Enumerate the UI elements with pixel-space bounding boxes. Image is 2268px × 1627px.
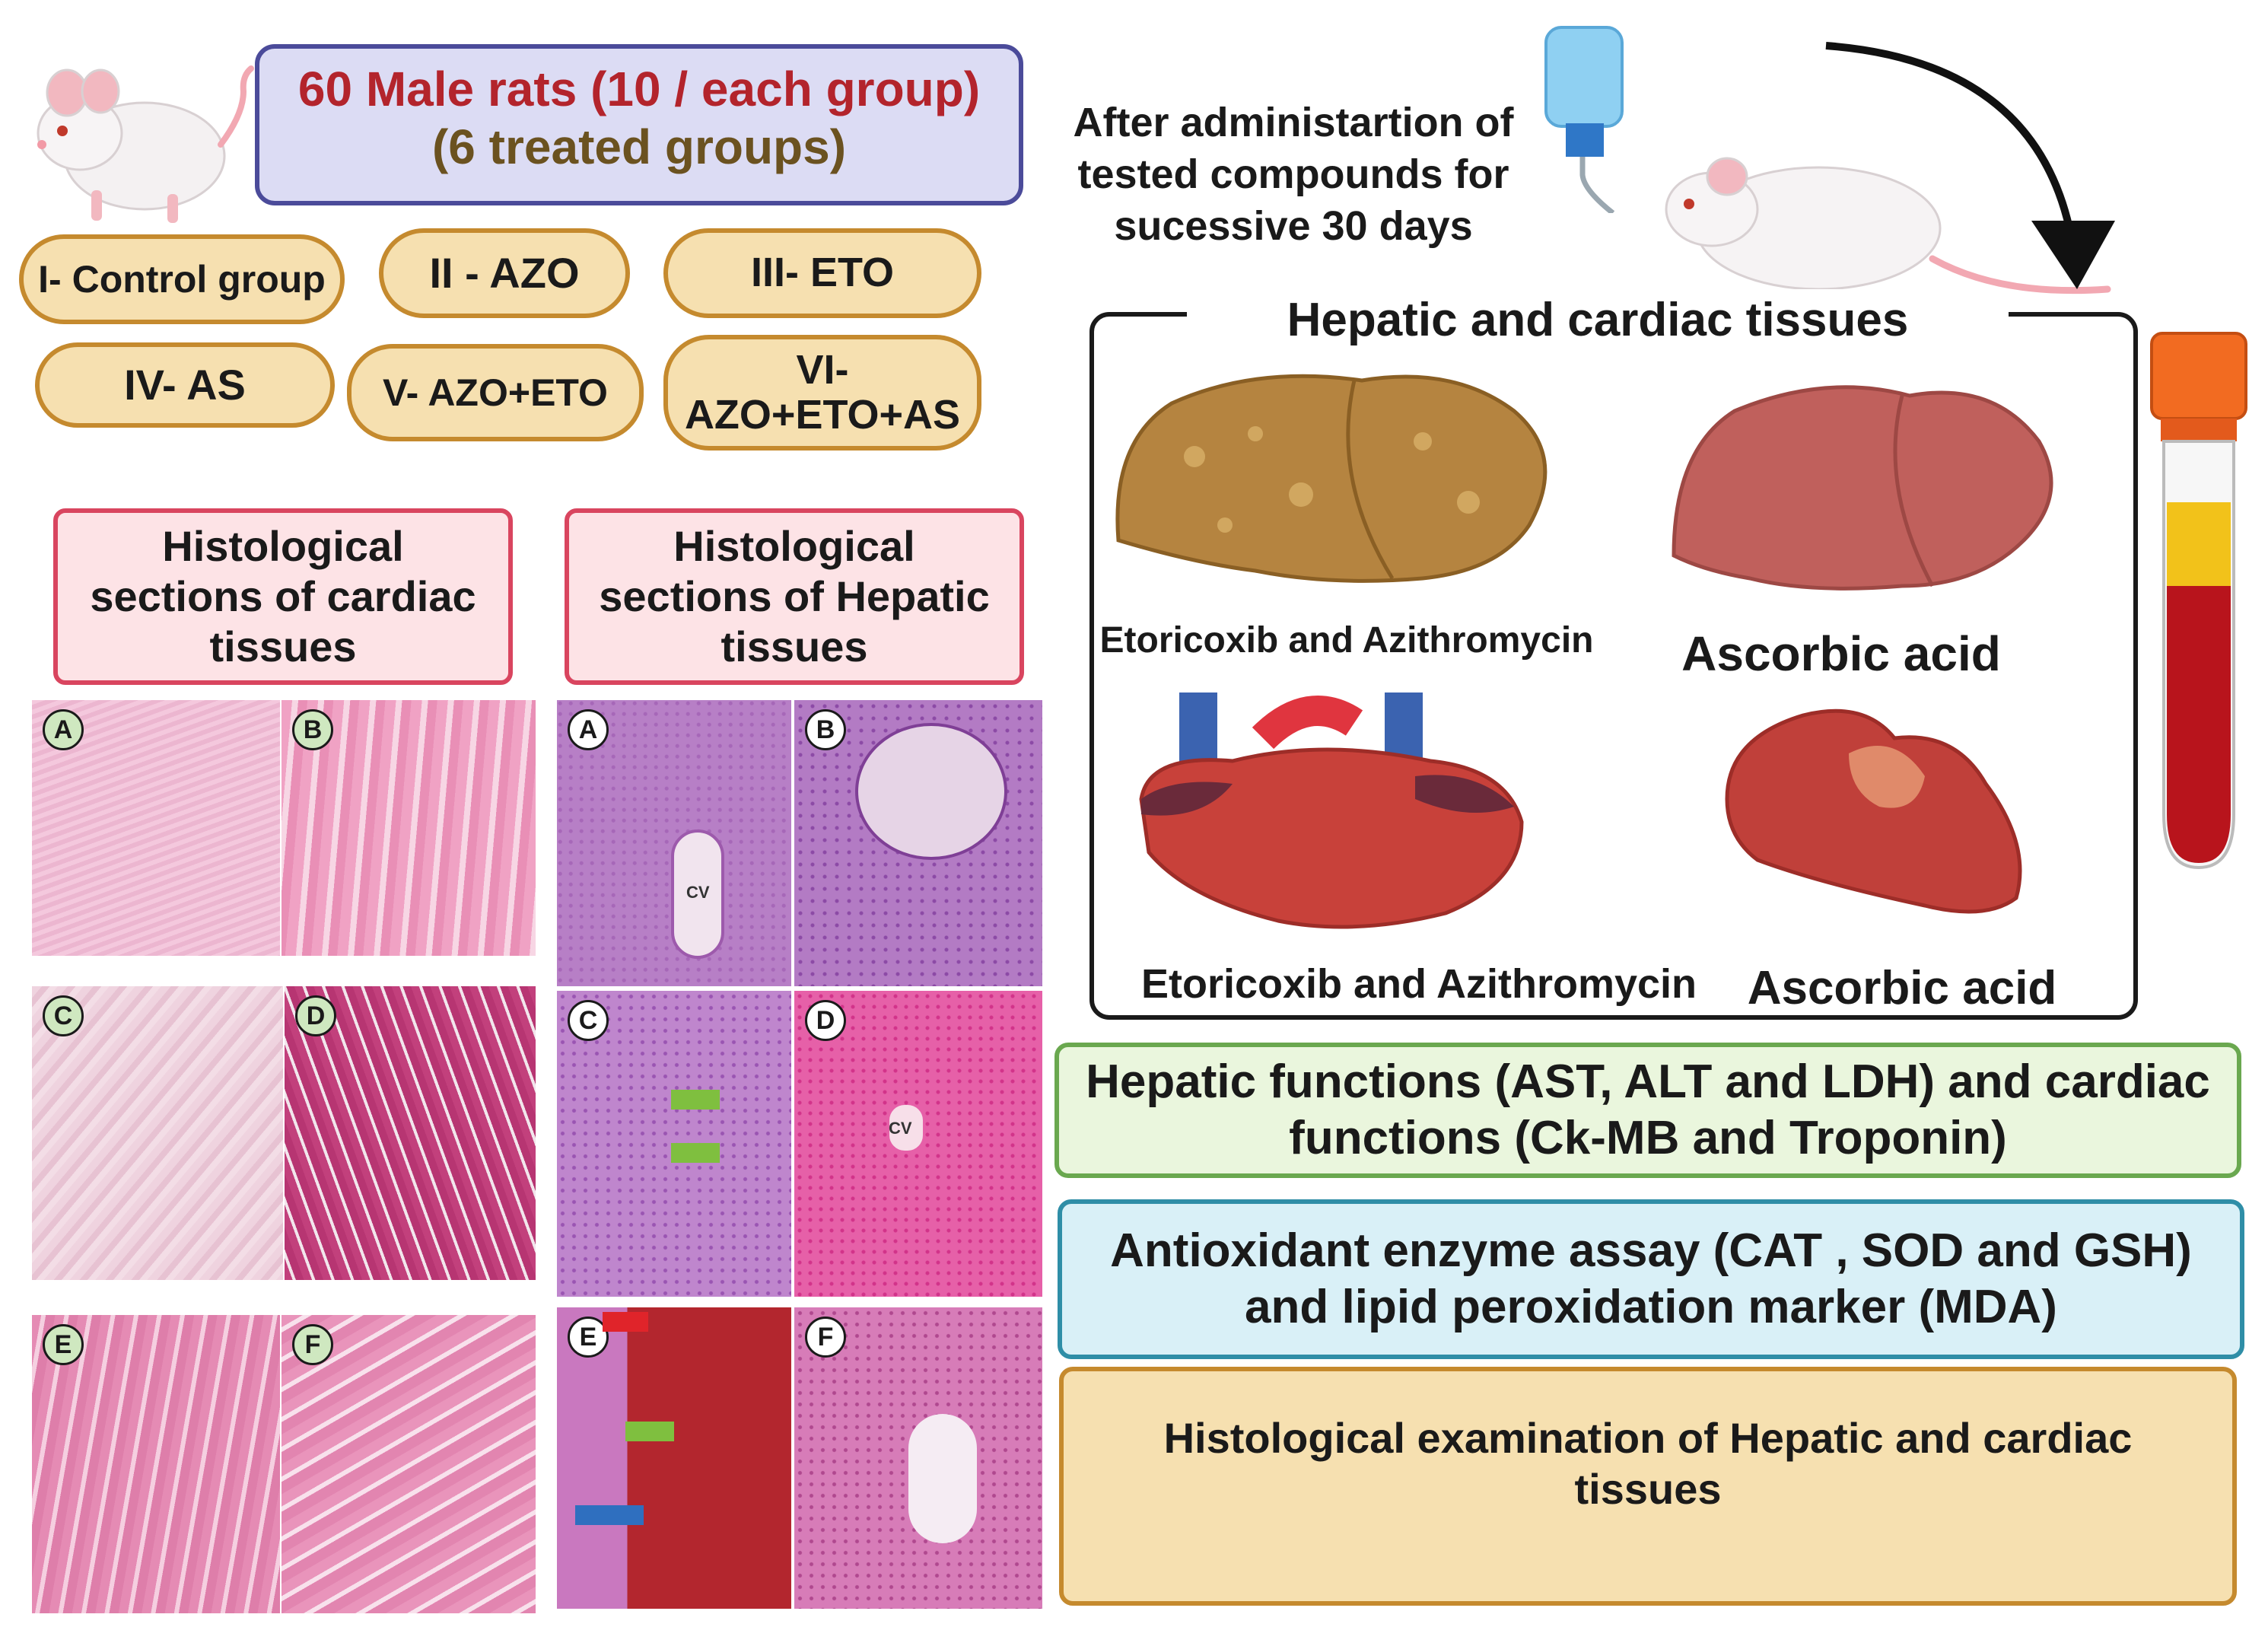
group-pill-eto: III- ETO <box>663 228 981 318</box>
healthy-liver-illustration <box>1672 385 2053 591</box>
rat-illustration <box>37 65 254 223</box>
panel-label: D <box>295 995 336 1036</box>
liver-as-label: Ascorbic acid <box>1681 626 2001 681</box>
green-arrow <box>671 1143 720 1163</box>
organ-frame-title-mask <box>1187 289 2009 342</box>
cardiac-histology-header: Histological sections of cardiac tissues <box>53 508 513 685</box>
heart-eto-azo-label: Etoricoxib and Azithromycin <box>1140 961 1697 1007</box>
central-vein <box>908 1414 977 1543</box>
cardiac-panel-e: E <box>32 1315 280 1613</box>
panel-label: C <box>43 995 84 1036</box>
group-pill-as: IV- AS <box>35 342 335 428</box>
dilated-vein <box>855 723 1007 860</box>
study-header-box <box>255 44 1023 205</box>
damaged-liver-illustration <box>1115 374 1548 583</box>
curved-arrow <box>1825 42 2115 289</box>
admin-line3: sucessive 30 days <box>1114 203 1473 249</box>
blood-tube-illustration <box>2150 332 2247 870</box>
cardiac-panel-f: F <box>282 1315 536 1613</box>
cardiac-panel-a: A <box>32 700 280 956</box>
cardiac-panel-c: C <box>32 986 283 1280</box>
water-bottle-illustration <box>1544 26 1624 213</box>
study-header-line2: (6 treated groups) <box>431 119 847 174</box>
admin-line1: After administartion of <box>1073 100 1514 145</box>
hepatic-panel-e: E <box>557 1307 791 1609</box>
green-arrow <box>671 1090 720 1110</box>
assay-hepatic-cardiac-functions: Hepatic functions (AST, ALT and LDH) and… <box>1054 1043 2241 1178</box>
hepatic-histology-header: Histological sections of Hepatic tissues <box>565 508 1024 685</box>
central-vein <box>671 829 724 959</box>
green-arrow <box>625 1422 674 1441</box>
hepatic-panel-c: C <box>557 991 791 1297</box>
panel-label: F <box>805 1317 846 1358</box>
study-header-line1: 60 Male rats (10 / each group) <box>297 62 981 116</box>
panel-label: C <box>568 1000 609 1041</box>
panel-label: F <box>292 1324 333 1365</box>
red-arrow <box>603 1312 648 1332</box>
group-pill-azo: II - AZO <box>379 228 630 318</box>
assay-histological-examination: Histological examination of Hepatic and … <box>1059 1367 2237 1606</box>
heart-as-label: Ascorbic acid <box>1747 962 2057 1014</box>
panel-label: D <box>805 1000 846 1041</box>
central-vein <box>889 1105 923 1151</box>
central-vein-label: CV <box>686 883 710 902</box>
damaged-heart-illustration <box>1139 693 1524 929</box>
central-vein-label: CV <box>889 1119 912 1138</box>
cardiac-panel-d: D <box>285 986 536 1280</box>
panel-label: B <box>292 709 333 750</box>
hepatic-panel-a: A CV <box>557 700 791 986</box>
group-pill-azo-eto-as: VI- AZO+ETO+AS <box>663 335 981 451</box>
group-pill-azo-eto: V- AZO+ETO <box>347 344 644 441</box>
cardiac-panel-b: B <box>282 700 536 956</box>
blue-arrow <box>575 1505 644 1525</box>
group-pill-control: I- Control group <box>19 234 345 324</box>
assay-antioxidant: Antioxidant enzyme assay (CAT , SOD and … <box>1058 1199 2244 1359</box>
panel-label: A <box>568 709 609 750</box>
healthy-heart-illustration <box>1725 708 2022 914</box>
admin-line2: tested compounds for <box>1077 151 1509 197</box>
panel-label: B <box>805 709 846 750</box>
hepatic-panel-d: D CV <box>794 991 1042 1297</box>
organ-frame-title: Hepatic and cardiac tissues <box>1287 294 1909 346</box>
liver-eto-azo-label: Etoricoxib and Azithromycin <box>1099 620 1594 661</box>
drinking-rat-illustration <box>1665 157 2111 295</box>
panel-label: A <box>43 709 84 750</box>
panel-label: E <box>568 1317 609 1358</box>
hepatic-panel-b: B <box>794 700 1042 986</box>
hepatic-panel-f: F <box>794 1307 1042 1609</box>
panel-label: E <box>43 1324 84 1365</box>
